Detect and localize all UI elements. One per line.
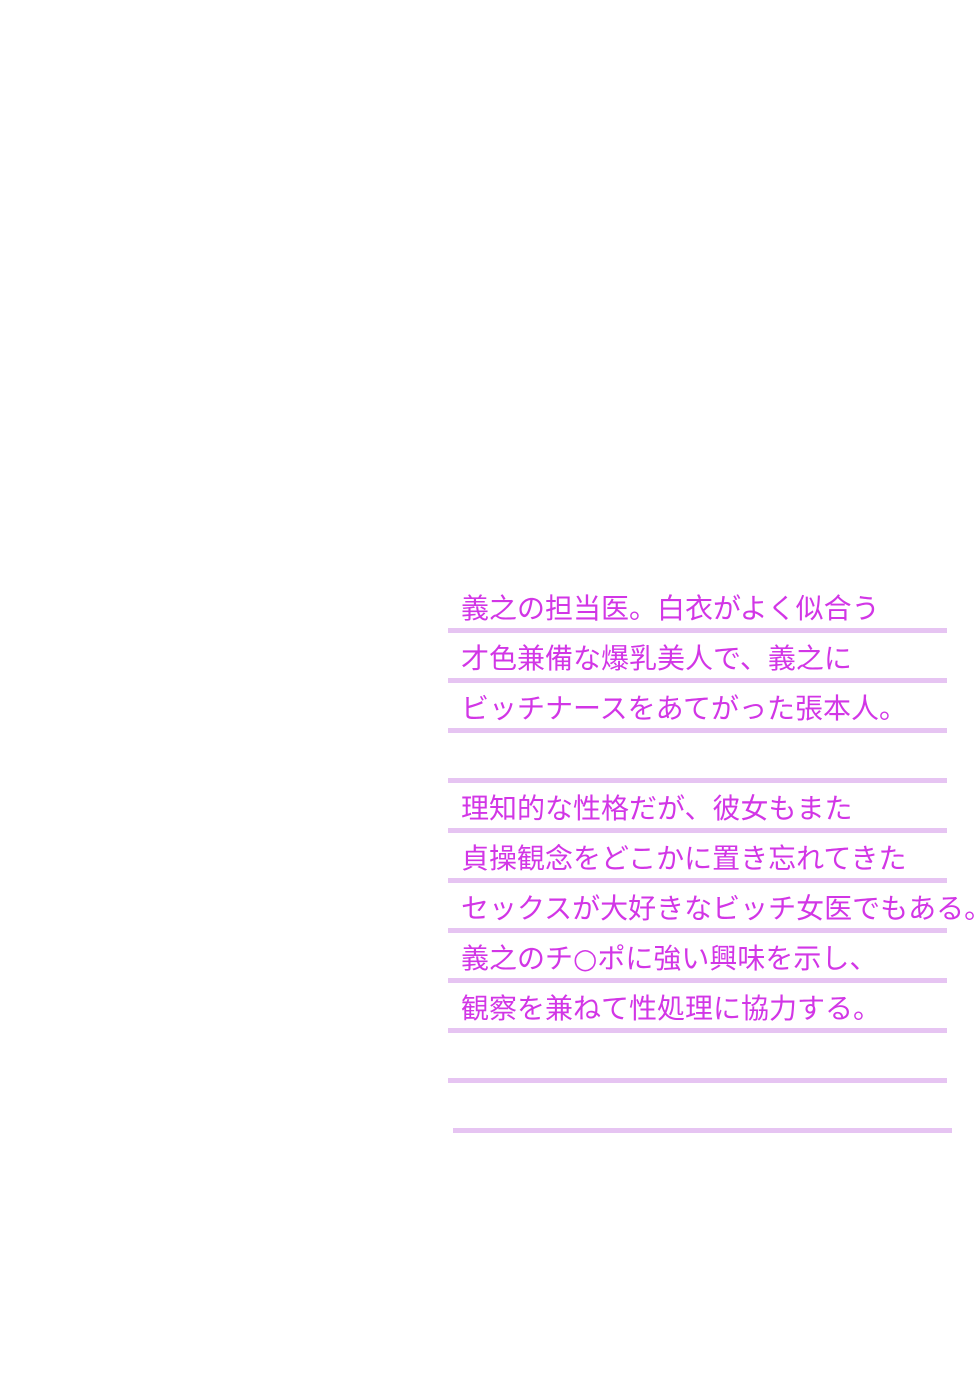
note-line <box>448 1083 980 1133</box>
note-line-rule <box>453 1128 952 1133</box>
note-line-text: ビッチナースをあてがった張本人。 <box>461 692 908 725</box>
note-line: 義之の担当医。白衣がよく似合う <box>448 583 980 633</box>
note-line: 義之のチ○ポに強い興味を示し、 <box>448 933 980 983</box>
note-line-text: 才色兼備な爆乳美人で、義之に <box>461 642 852 675</box>
note-line-text: 観察を兼ねて性処理に協力する。 <box>461 992 882 1025</box>
note-line: ビッチナースをあてがった張本人。 <box>448 683 980 733</box>
note-line-text: 貞操観念をどこかに置き忘れてきた <box>461 842 907 875</box>
note-line-rule <box>448 828 947 833</box>
profile-notebook: 義之の担当医。白衣がよく似合う 才色兼備な爆乳美人で、義之に ビッチナースをあて… <box>448 583 980 1133</box>
note-line-text: 義之のチ○ポに強い興味を示し、 <box>461 942 878 975</box>
note-line-text: 義之の担当医。白衣がよく似合う <box>461 592 880 625</box>
note-line-rule <box>448 678 947 683</box>
note-line: セックスが大好きなビッチ女医でもある。 <box>448 883 980 933</box>
note-line-rule <box>448 1078 947 1083</box>
note-line <box>448 733 980 783</box>
note-line: 才色兼備な爆乳美人で、義之に <box>448 633 980 683</box>
note-line <box>448 1033 980 1083</box>
note-line: 貞操観念をどこかに置き忘れてきた <box>448 833 980 883</box>
note-line-text: セックスが大好きなビッチ女医でもある。 <box>461 892 980 925</box>
note-line-rule <box>448 878 947 883</box>
note-line: 理知的な性格だが、彼女もまた <box>448 783 980 833</box>
note-line-rule <box>448 778 947 783</box>
note-line-rule <box>448 978 947 983</box>
note-line-rule <box>448 1028 947 1033</box>
note-line: 観察を兼ねて性処理に協力する。 <box>448 983 980 1033</box>
note-line-rule <box>448 928 947 933</box>
note-line-rule <box>448 628 947 633</box>
note-line-rule <box>448 728 947 733</box>
note-line-text: 理知的な性格だが、彼女もまた <box>461 792 853 825</box>
